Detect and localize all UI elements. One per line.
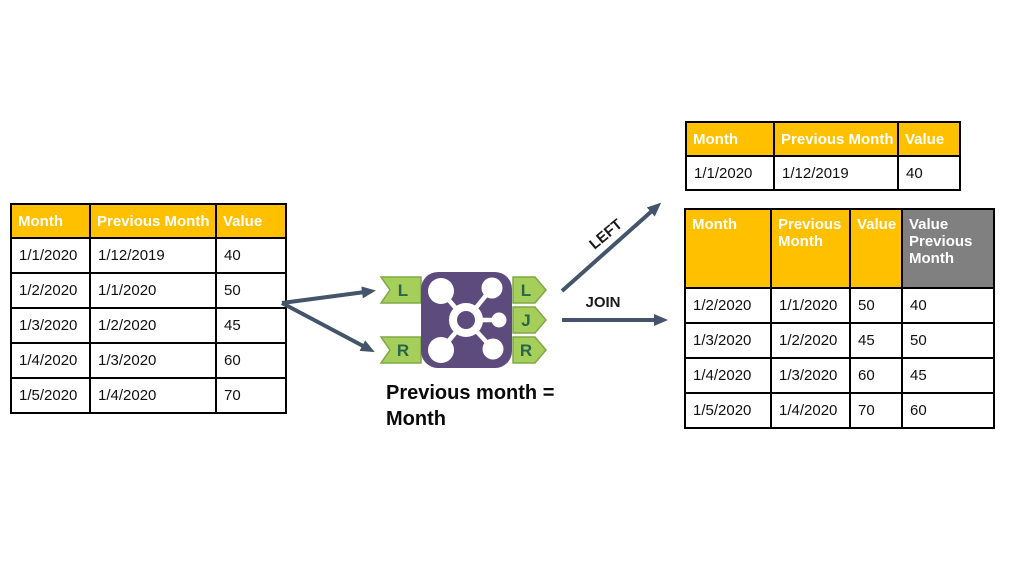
table-cell: 1/3/2020 — [684, 322, 772, 359]
table-cell: 1/2/2020 — [10, 272, 91, 309]
table-cell: 1/1/2020 — [770, 287, 851, 324]
join-network-icon — [421, 272, 512, 368]
table-cell: 40 — [897, 155, 961, 191]
column-header: Value — [849, 208, 903, 289]
output-anchor-join: J — [512, 306, 547, 334]
input-anchor-right-letter: R — [397, 341, 409, 360]
output-anchor-join-letter: J — [521, 311, 530, 330]
column-header: Value — [215, 203, 287, 239]
output-anchor-left: L — [512, 276, 547, 304]
output-anchor-left-letter: L — [521, 281, 531, 300]
table-cell: 1/4/2020 — [89, 377, 217, 414]
input-anchor-left-letter: L — [398, 281, 408, 300]
join-tool-icon: L R L J — [379, 272, 547, 368]
column-header: Month — [684, 208, 772, 289]
table-cell: 1/5/2020 — [684, 392, 772, 429]
table-cell: 1/4/2020 — [10, 342, 91, 379]
column-header: Previous Month — [773, 121, 899, 157]
table-cell: 1/4/2020 — [770, 392, 851, 429]
table-cell: 1/4/2020 — [684, 357, 772, 394]
column-header: Month — [10, 203, 91, 239]
table-cell: 60 — [849, 357, 903, 394]
table-cell: 1/1/2020 — [10, 237, 91, 274]
table-cell: 1/3/2020 — [89, 342, 217, 379]
table-cell: 60 — [215, 342, 287, 379]
table-cell: 1/12/2019 — [773, 155, 899, 191]
table-cell: 50 — [215, 272, 287, 309]
column-header: Previous Month — [770, 208, 851, 289]
column-header: Value Previous Month — [901, 208, 995, 289]
output-anchor-right-letter: R — [520, 341, 532, 360]
input-anchor-left: L — [379, 276, 422, 304]
table-cell: 70 — [215, 377, 287, 414]
table-cell: 60 — [901, 392, 995, 429]
left-output-label: LEFT — [586, 215, 626, 254]
table-cell: 1/1/2020 — [685, 155, 775, 191]
table-cell: 45 — [849, 322, 903, 359]
input-anchor-right: R — [379, 336, 422, 364]
table-cell: 50 — [901, 322, 995, 359]
join-condition-caption: Previous month = Month — [386, 382, 555, 431]
table-cell: 1/2/2020 — [89, 307, 217, 344]
table-cell: 1/1/2020 — [89, 272, 217, 309]
table-cell: 40 — [901, 287, 995, 324]
table-cell: 1/3/2020 — [770, 357, 851, 394]
table-cell: 70 — [849, 392, 903, 429]
column-header: Previous Month — [89, 203, 217, 239]
table-cell: 1/2/2020 — [770, 322, 851, 359]
input-arrow-left — [281, 286, 376, 305]
input-arrow-right — [281, 301, 375, 353]
column-header: Month — [685, 121, 775, 157]
table-cell: 45 — [901, 357, 995, 394]
output-anchor-right: R — [512, 336, 547, 364]
table-cell: 45 — [215, 307, 287, 344]
table-cell: 50 — [849, 287, 903, 324]
table-cell: 1/5/2020 — [10, 377, 91, 414]
table-cell: 40 — [215, 237, 287, 274]
join-output-label: JOIN — [585, 294, 621, 311]
table-cell: 1/2/2020 — [684, 287, 772, 324]
column-header: Value — [897, 121, 961, 157]
table-cell: 1/12/2019 — [89, 237, 217, 274]
table-cell: 1/3/2020 — [10, 307, 91, 344]
